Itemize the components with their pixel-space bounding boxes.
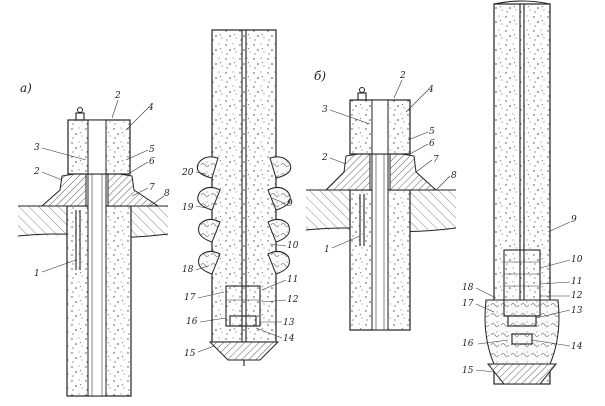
figure-a-deep [195, 29, 292, 366]
label-a-1: 1 [34, 269, 40, 279]
label-b-13: 13 [571, 306, 583, 316]
label-b-10: 10 [571, 255, 583, 265]
label-a-15: 15 [184, 349, 196, 359]
label-a-16: 16 [186, 317, 198, 327]
figure-b-deep-labels: 9 10 18 11 17 12 13 16 14 15 [462, 215, 583, 376]
figure-a-labels: а) 2 4 3 5 6 2 7 8 1 [20, 81, 170, 279]
label-a-9: 9 [287, 199, 293, 209]
label-b-18: 18 [462, 283, 474, 293]
label-a-4: 4 [147, 103, 154, 113]
figure-a-deep-labels: 20 19 9 10 18 11 17 12 16 13 14 15 [181, 168, 299, 359]
label-a-7: 7 [149, 183, 155, 193]
label-a-19: 19 [182, 203, 194, 213]
label-a-3: 3 [34, 143, 40, 153]
label-a-20: 20 [181, 168, 194, 178]
caption-a: а) [20, 81, 32, 95]
label-b-17: 17 [462, 299, 474, 309]
label-a-8: 8 [164, 189, 170, 199]
label-b-12: 12 [571, 291, 583, 301]
label-b-15: 15 [462, 366, 474, 376]
label-b-1: 1 [324, 245, 330, 255]
label-b-5: 5 [429, 127, 435, 137]
figure-b-labels: б) 2 4 3 5 6 2 7 8 1 [314, 69, 457, 255]
figure-a-shallow [17, 99, 169, 397]
figure-b-deep [475, 0, 571, 385]
label-b-8: 8 [451, 171, 457, 181]
label-a-11: 11 [287, 275, 298, 285]
label-a-6: 6 [149, 157, 155, 167]
label-a-10: 10 [287, 241, 299, 251]
figure-b-shallow [305, 79, 457, 331]
label-b-4: 4 [427, 85, 434, 95]
label-a-2-left: 2 [33, 167, 40, 177]
caption-b: б) [314, 69, 326, 83]
label-b-14: 14 [571, 342, 583, 352]
label-b-7: 7 [433, 155, 439, 165]
label-b-2-top: 2 [399, 71, 406, 81]
label-b-6: 6 [429, 139, 435, 149]
label-b-11: 11 [571, 277, 582, 287]
label-b-9: 9 [571, 215, 577, 225]
label-a-18: 18 [182, 265, 194, 275]
label-a-2-top: 2 [114, 91, 121, 101]
label-a-13: 13 [283, 318, 295, 328]
label-b-3: 3 [322, 105, 328, 115]
label-a-17: 17 [184, 293, 196, 303]
label-a-14: 14 [283, 334, 295, 344]
label-a-12: 12 [287, 295, 299, 305]
label-b-16: 16 [462, 339, 474, 349]
label-a-5: 5 [149, 145, 155, 155]
label-b-2-left: 2 [321, 153, 328, 163]
